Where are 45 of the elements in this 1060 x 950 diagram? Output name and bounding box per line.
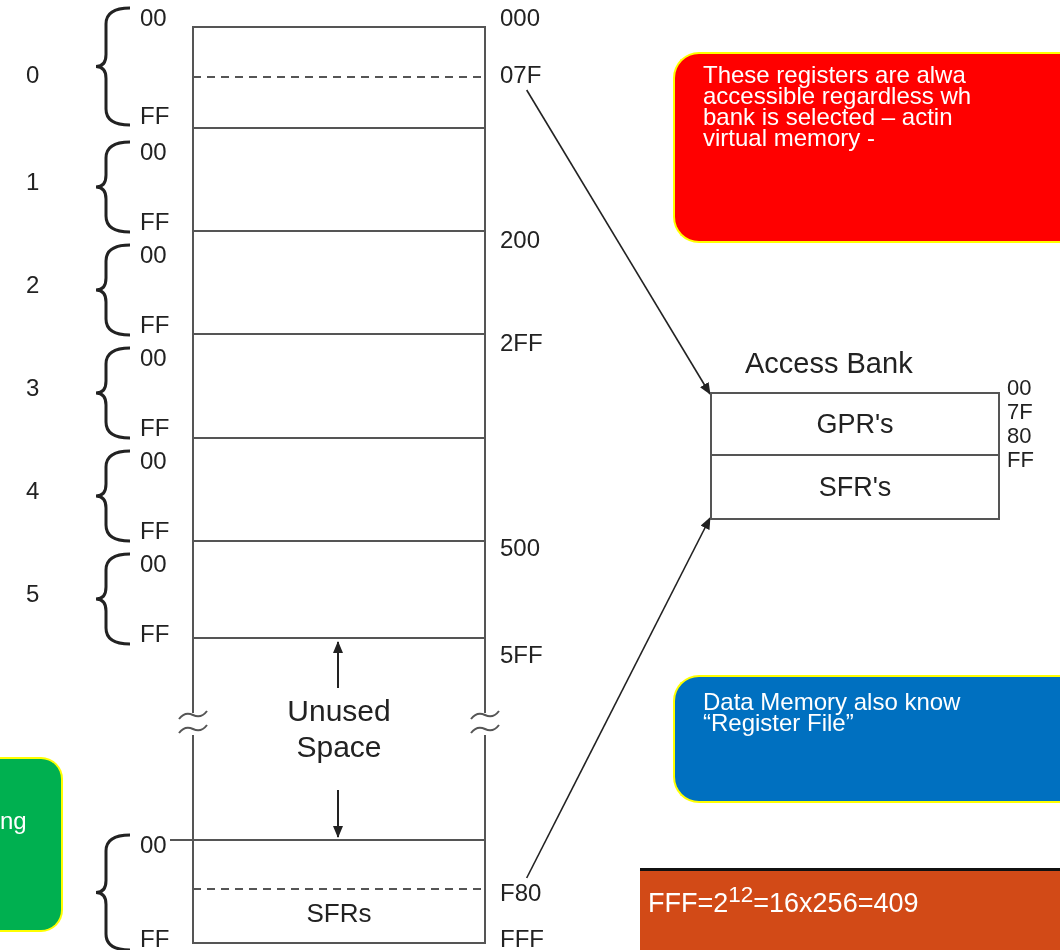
address-label: 500 xyxy=(500,535,541,561)
bank-number: 0 xyxy=(26,62,40,88)
arrow xyxy=(525,517,711,879)
address-label: 00 xyxy=(140,139,167,165)
address-label: 2FF xyxy=(500,330,543,356)
address-label: 5FF xyxy=(500,642,543,668)
callout-text: ng xyxy=(0,807,27,835)
callout-box xyxy=(673,675,1060,803)
formula-box xyxy=(640,868,1060,950)
register-row: SFR's xyxy=(710,454,1000,520)
address-label: 00 xyxy=(1007,376,1032,400)
address-label: FF xyxy=(1007,448,1034,472)
bank-number: 3 xyxy=(26,375,40,401)
bank-number: 1 xyxy=(26,169,40,195)
address-label: 200 xyxy=(500,227,541,253)
register-row: GPR's xyxy=(710,392,1000,456)
address-label: 80 xyxy=(1007,424,1032,448)
address-label: 00 xyxy=(140,345,167,371)
address-label: 07F xyxy=(500,62,542,88)
bank-number: 4 xyxy=(26,478,40,504)
address-label: F80 xyxy=(500,880,542,906)
address-label: 00 xyxy=(140,5,167,31)
address-label: FF xyxy=(140,518,170,544)
address-label: FF xyxy=(140,621,170,647)
address-label: 00 xyxy=(140,551,167,577)
address-label: FF xyxy=(140,209,170,235)
address-label: FF xyxy=(140,415,170,441)
address-label: 7F xyxy=(1007,400,1033,424)
callout-text: FFF=2$^{12}$=16x256=409 xyxy=(648,881,919,919)
address-label: FF xyxy=(140,312,170,338)
region-label: Unused Space xyxy=(286,693,392,765)
bank-number: 2 xyxy=(26,272,40,298)
table-heading: Access Bank xyxy=(745,346,913,381)
address-label: FFF xyxy=(500,926,544,950)
address-label: FF xyxy=(140,926,170,950)
bank-number: 5 xyxy=(26,581,40,607)
callout-box xyxy=(673,52,1060,243)
address-label: 00 xyxy=(140,448,167,474)
arrow xyxy=(525,89,711,395)
address-label: FF xyxy=(140,103,170,129)
region-label: SFRs xyxy=(305,897,373,929)
callout-box xyxy=(0,757,63,932)
address-label: 00 xyxy=(140,832,167,858)
address-label: 000 xyxy=(500,5,541,31)
address-label: 00 xyxy=(140,242,167,268)
